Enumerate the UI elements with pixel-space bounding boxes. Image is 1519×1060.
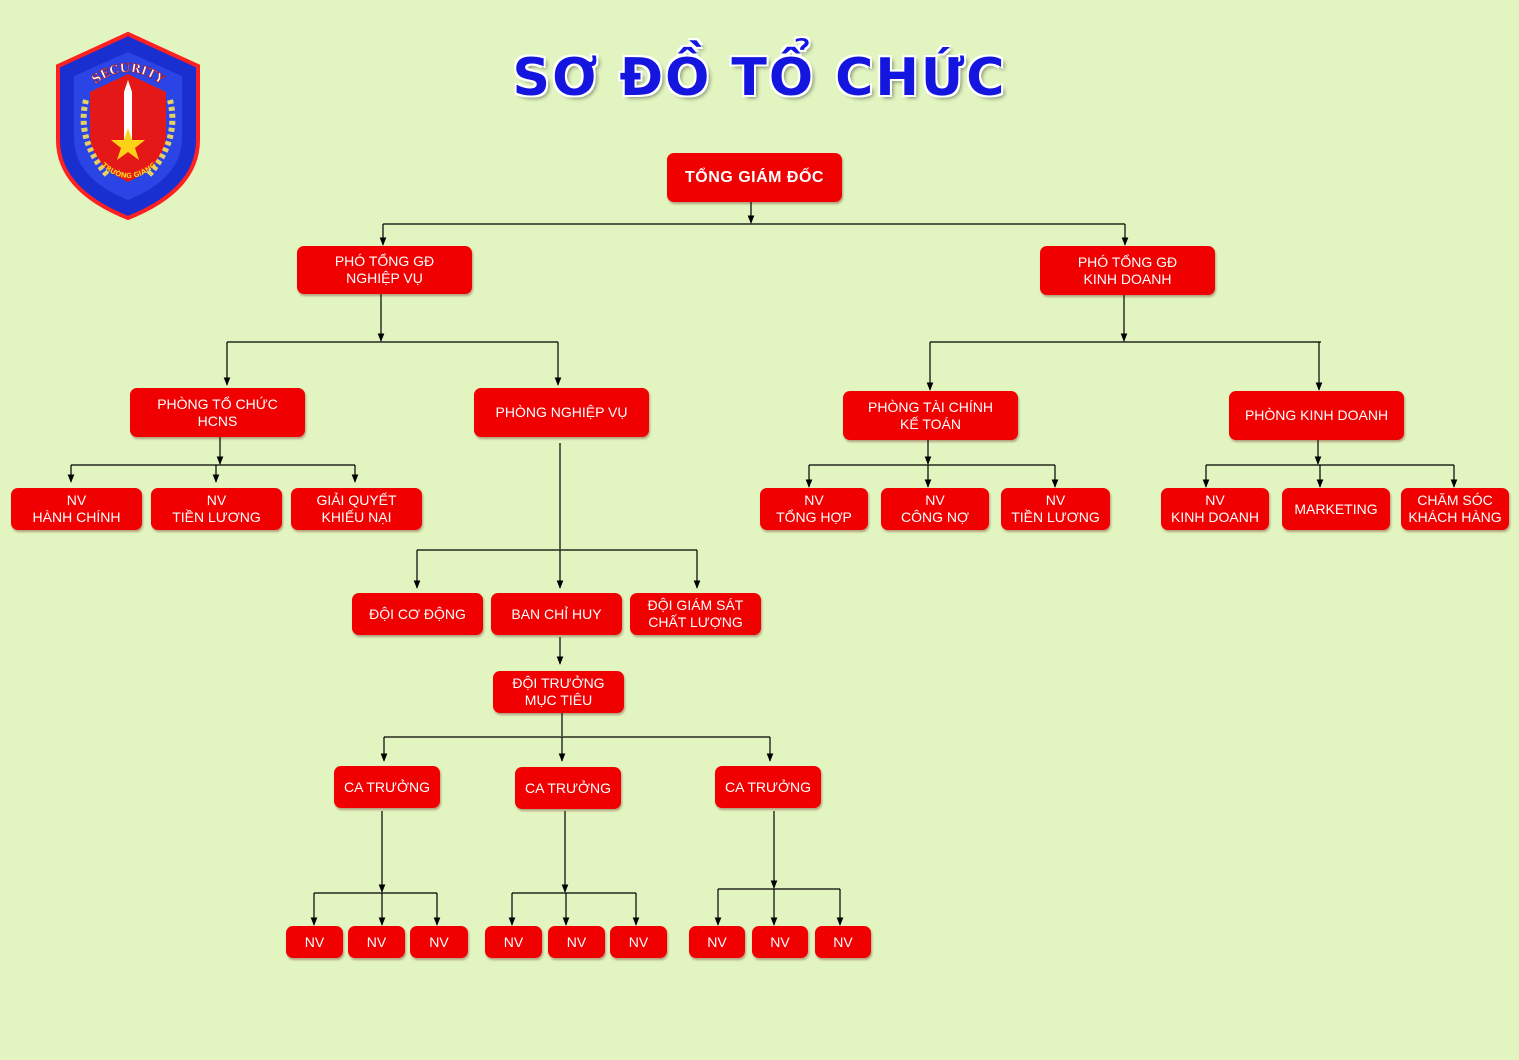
node-staff: NV xyxy=(548,926,605,958)
node-staff: NV xyxy=(610,926,667,958)
node-staff: NV xyxy=(752,926,808,958)
node-fin-payroll: NV TIỀN LƯƠNG xyxy=(1001,488,1110,530)
node-sales-customer-care: CHĂM SÓC KHÁCH HÀNG xyxy=(1401,488,1509,530)
security-shield-logo-icon: SECURITY TRƯỜNG GIANG xyxy=(56,31,200,221)
node-mobile-team: ĐỘI CƠ ĐỘNG xyxy=(352,593,483,635)
node-hr-payroll: NV TIỀN LƯƠNG xyxy=(151,488,282,530)
node-dept-sales: PHÒNG KINH DOANH xyxy=(1229,391,1404,440)
page-title: SƠ ĐỒ TỔ CHỨC xyxy=(512,48,1007,108)
node-dept-hr: PHÒNG TỔ CHỨC HCNS xyxy=(130,388,305,437)
node-staff: NV xyxy=(485,926,542,958)
node-staff: NV xyxy=(348,926,405,958)
node-staff: NV xyxy=(815,926,871,958)
node-shift-leader-1: CA TRƯỞNG xyxy=(334,766,440,808)
node-vp-business: PHÓ TỔNG GĐ KINH DOANH xyxy=(1040,246,1215,295)
node-ceo: TỔNG GIÁM ĐỐC xyxy=(667,153,842,202)
node-vp-operations: PHÓ TỔNG GĐ NGHIỆP VỤ xyxy=(297,246,472,294)
node-quality-team: ĐỘI GIÁM SÁT CHẤT LƯỢNG xyxy=(630,593,761,635)
node-dept-operations: PHÒNG NGHIỆP VỤ xyxy=(474,388,649,437)
node-hr-complaints: GIẢI QUYẾT KHIẾU NẠI xyxy=(291,488,422,530)
node-staff: NV xyxy=(689,926,745,958)
node-command: BAN CHỈ HUY xyxy=(491,593,622,635)
node-shift-leader-2: CA TRƯỞNG xyxy=(515,767,621,809)
node-shift-leader-3: CA TRƯỞNG xyxy=(715,766,821,808)
node-hr-admin: NV HÀNH CHÍNH xyxy=(11,488,142,530)
node-fin-general: NV TỔNG HỢP xyxy=(760,488,868,530)
node-sales-marketing: MARKETING xyxy=(1282,488,1390,530)
node-staff: NV xyxy=(410,926,468,958)
node-staff: NV xyxy=(286,926,343,958)
node-dept-finance: PHÒNG TÀI CHÍNH KẾ TOÁN xyxy=(843,391,1018,440)
node-site-leader: ĐỘI TRƯỞNG MỤC TIÊU xyxy=(493,671,624,713)
node-sales-staff: NV KINH DOANH xyxy=(1161,488,1269,530)
node-fin-debt: NV CÔNG NỢ xyxy=(881,488,989,530)
